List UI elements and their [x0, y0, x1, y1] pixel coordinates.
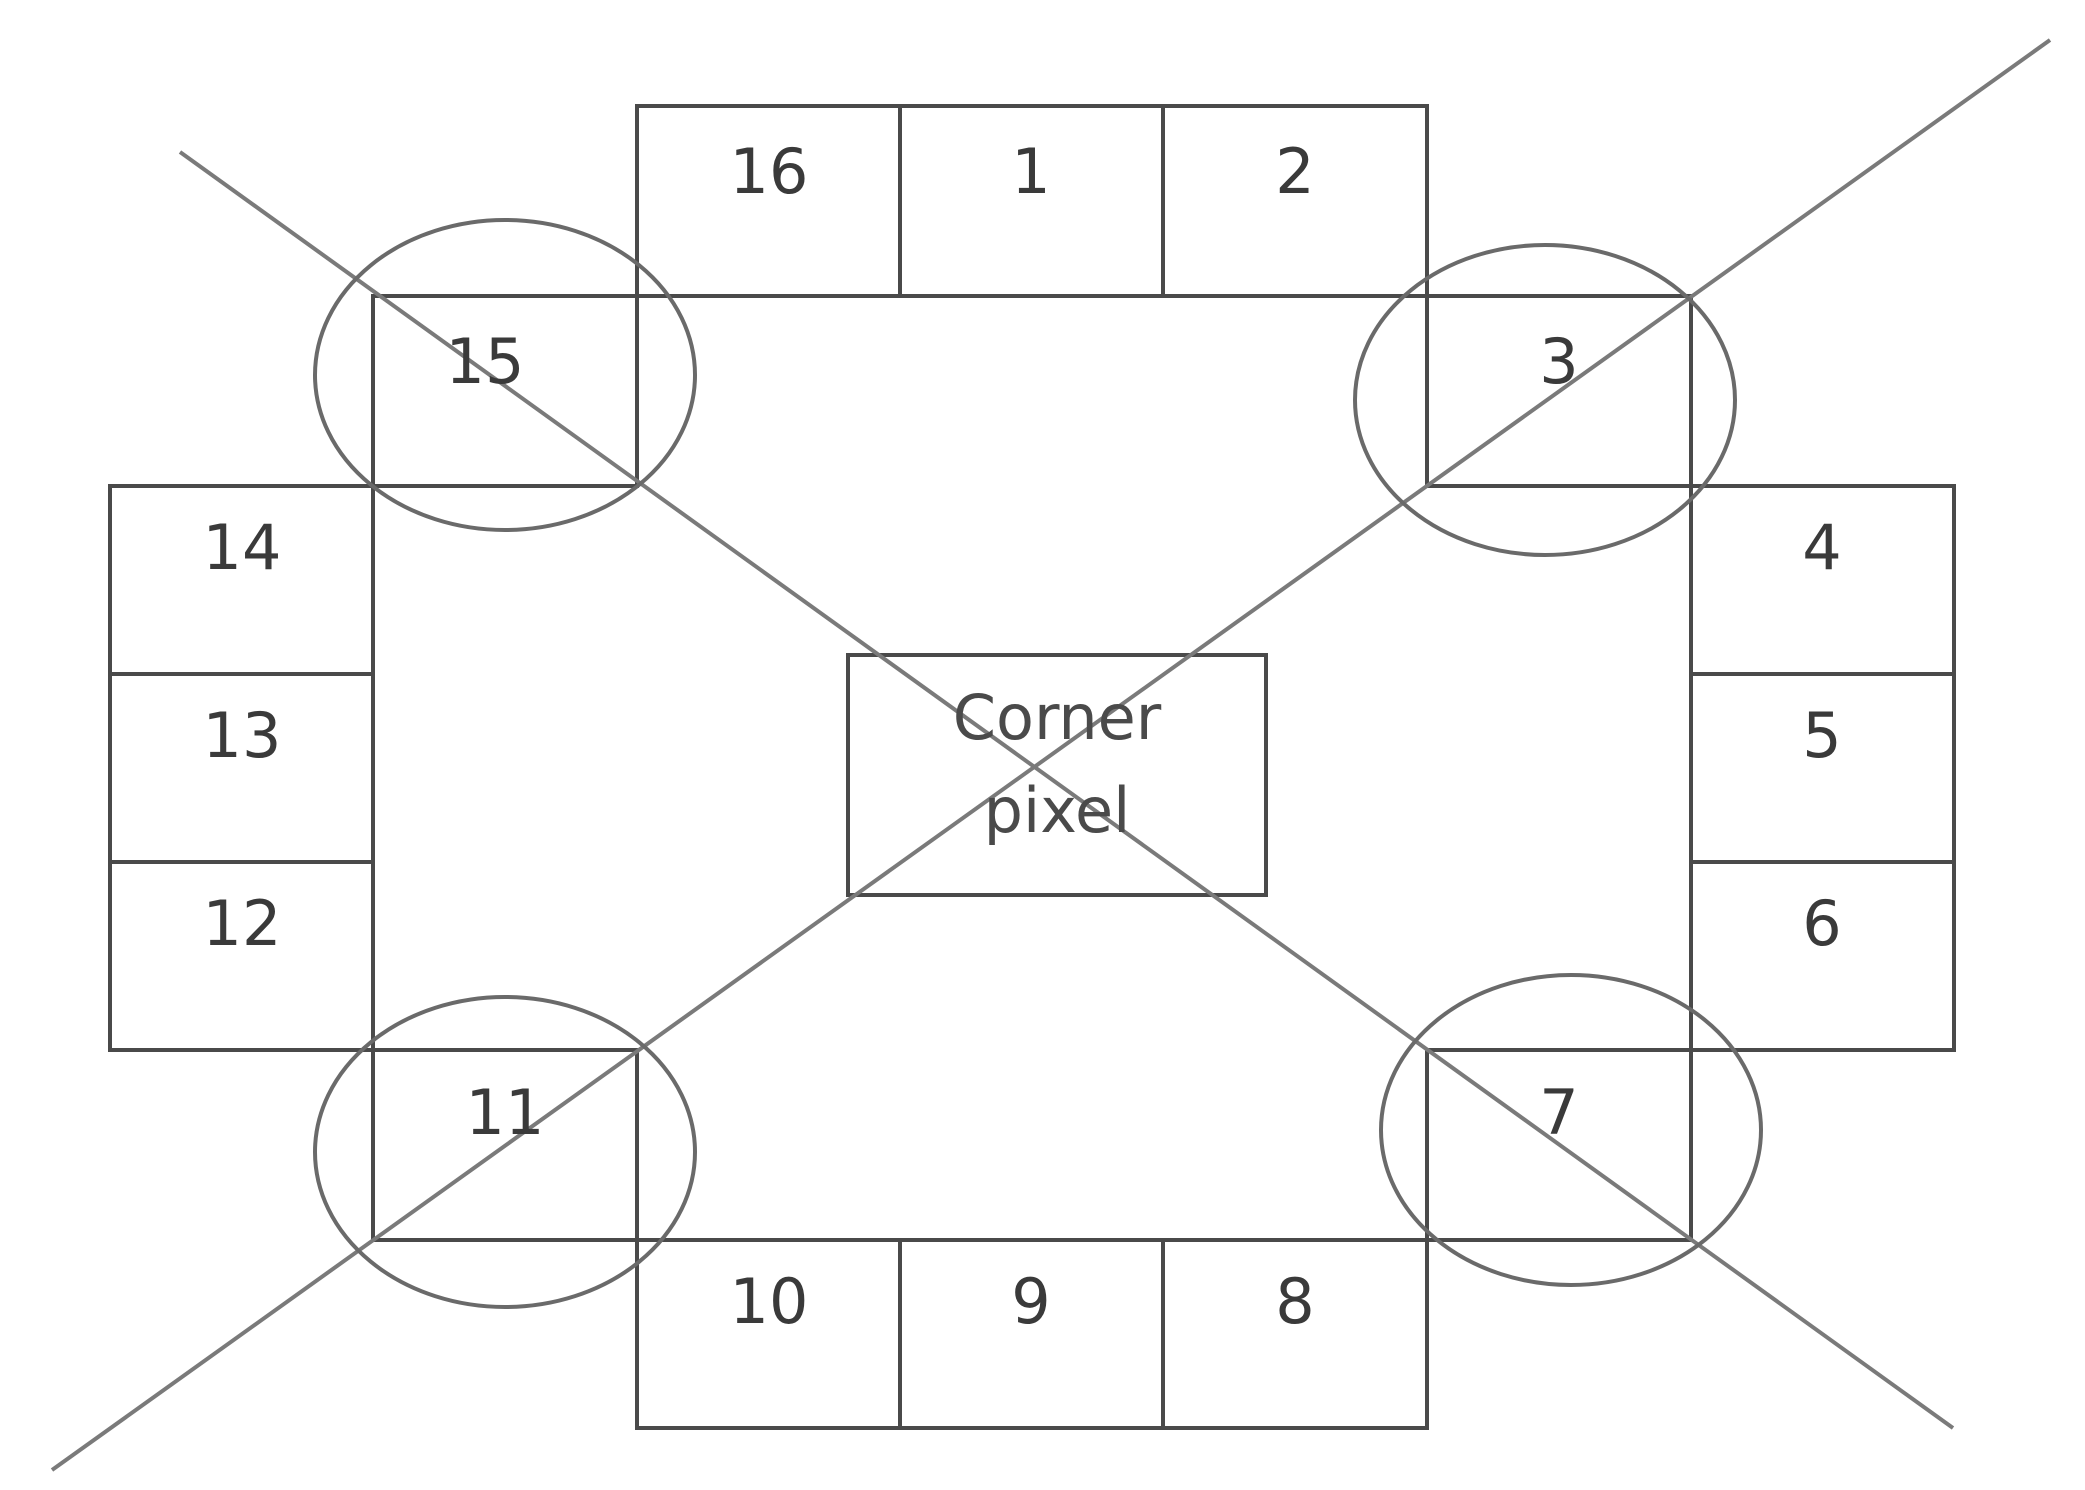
cell-label-5: 5 — [1802, 699, 1841, 772]
cell-label-2: 2 — [1275, 135, 1314, 208]
cell-label-6: 6 — [1802, 887, 1841, 960]
cell-label-4: 4 — [1802, 511, 1841, 584]
cell-2 — [1161, 104, 1429, 298]
cell-label-13: 13 — [203, 699, 282, 772]
corner-circle-7 — [1379, 973, 1763, 1287]
cell-8 — [1161, 1238, 1429, 1430]
cell-label-16: 16 — [730, 135, 809, 208]
cell-10 — [635, 1238, 902, 1430]
cell-1 — [898, 104, 1165, 298]
cell-label-8: 8 — [1275, 1265, 1314, 1338]
diagonal-line-topleft-bottomright — [178, 150, 1955, 1430]
cell-label-12: 12 — [203, 887, 282, 960]
cell-6 — [1689, 860, 1956, 1052]
cell-label-15: 15 — [446, 325, 525, 398]
corner-circle-15 — [313, 218, 697, 532]
cell-label-1: 1 — [1011, 135, 1050, 208]
diagonal-line-topright-bottomleft — [50, 38, 2052, 1472]
cell-12 — [108, 860, 375, 1052]
center-pixel-box — [846, 653, 1268, 897]
corner-circle-11 — [313, 995, 697, 1309]
center-label-line1: Corner — [953, 681, 1162, 754]
cell-label-3: 3 — [1539, 325, 1578, 398]
cell-label-9: 9 — [1011, 1265, 1050, 1338]
corner-circle-3 — [1353, 243, 1737, 557]
cell-label-10: 10 — [730, 1265, 809, 1338]
cell-label-14: 14 — [203, 511, 282, 584]
cell-5 — [1689, 672, 1956, 864]
cell-15 — [371, 294, 639, 488]
cell-4 — [1689, 484, 1956, 676]
cell-label-11: 11 — [466, 1076, 545, 1149]
cell-16 — [635, 104, 902, 298]
center-label-line2: pixel — [984, 774, 1131, 847]
cell-label-7: 7 — [1539, 1076, 1578, 1149]
cell-14 — [108, 484, 375, 676]
